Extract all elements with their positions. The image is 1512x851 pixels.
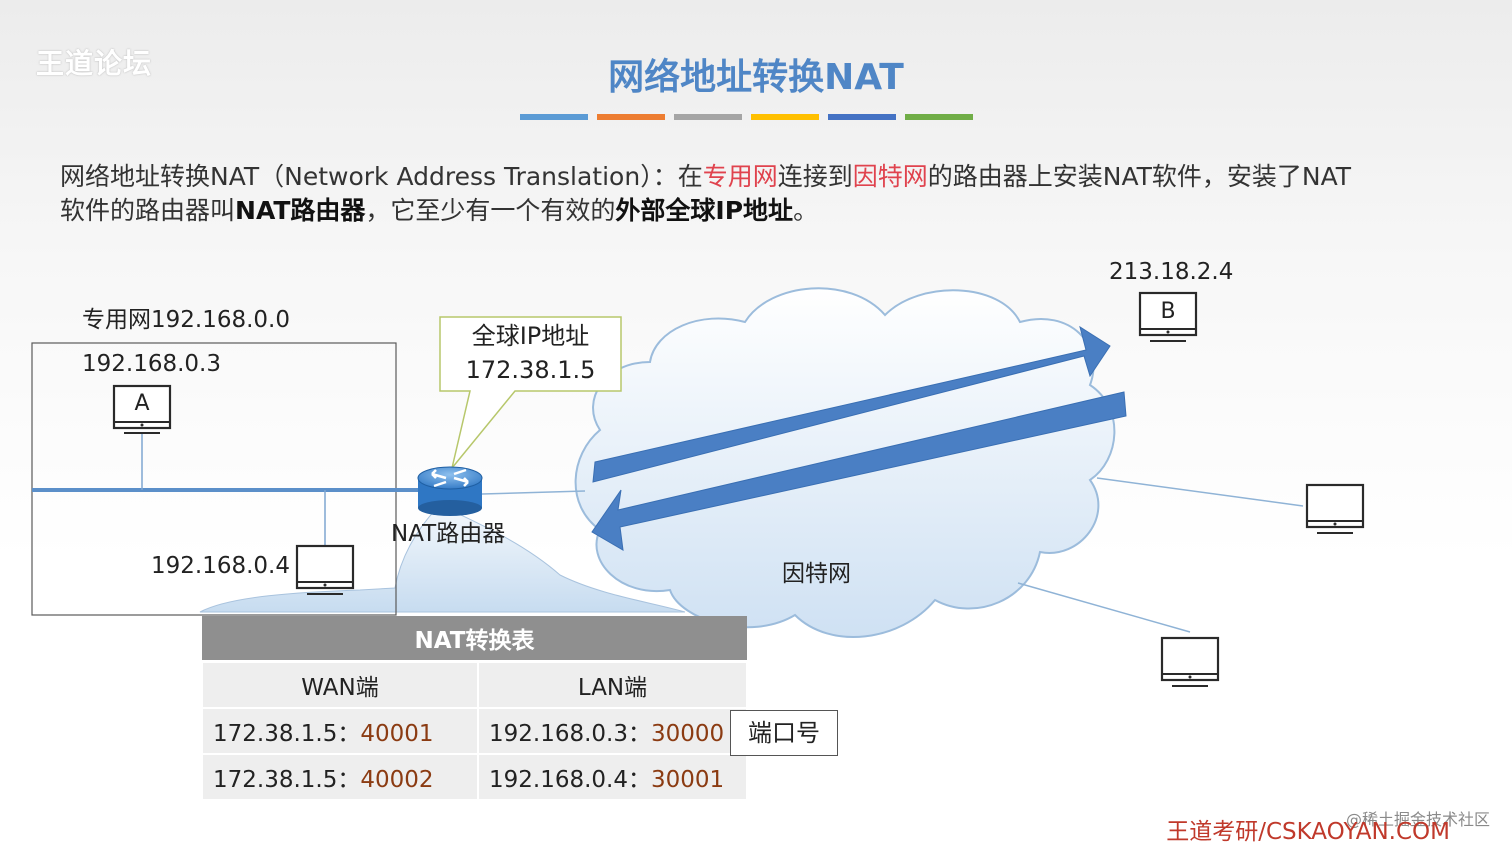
- term-internet: 因特网: [852, 162, 928, 191]
- wan-cell: 172.38.1.5：40001: [201, 707, 479, 755]
- nat-router-label: NAT路由器: [391, 521, 506, 547]
- term-nat-router: NAT路由器: [235, 196, 366, 225]
- title-bar-orange: [597, 114, 665, 120]
- title-bar-yellow: [751, 114, 819, 120]
- juejin-watermark: @稀土掘金技术社区: [1345, 810, 1490, 829]
- host-b-monitor-icon: [1138, 291, 1198, 342]
- host-2-ip: 192.168.0.4: [151, 553, 290, 579]
- global-ip-callout: [439, 316, 622, 469]
- host-right-monitor-icon: [1305, 483, 1365, 534]
- intro-line-2: 软件的路由器叫NAT路由器，它至少有一个有效的外部全球IP地址。: [60, 196, 819, 225]
- lan-port: 30000: [651, 721, 725, 747]
- term-global-ip: 外部全球IP地址: [615, 196, 794, 225]
- intro-line-1: 网络地址转换NAT（Network Address Translation）：在…: [60, 162, 1352, 191]
- lan-cell: 192.168.0.3：30000: [477, 707, 748, 755]
- nat-router-icon: [417, 466, 483, 516]
- host-a-ip: 192.168.0.3: [82, 351, 221, 377]
- host-a-letter: A: [134, 391, 150, 416]
- host-2-monitor-icon: [295, 544, 355, 595]
- nat-translation-table: NAT转换表 WAN端 LAN端 172.38.1.5：40001 192.16…: [201, 616, 748, 801]
- arrow-inbound: [591, 391, 1127, 551]
- wan-cell: 172.38.1.5：40002: [201, 753, 479, 801]
- host-b-ip: 213.18.2.4: [1109, 259, 1234, 285]
- title-bar-gray: [674, 114, 742, 120]
- column-header-wan: WAN端: [201, 660, 479, 709]
- host-bottom-monitor-icon: [1160, 636, 1220, 687]
- term-private-network: 专用网: [702, 162, 778, 191]
- wan-port: 40002: [360, 767, 434, 793]
- arrow-outbound: [592, 325, 1111, 483]
- table-title-row: NAT转换表: [202, 616, 747, 663]
- host-right-link: [1096, 477, 1304, 507]
- internet-label: 因特网: [782, 561, 851, 587]
- title-bar-blue: [520, 114, 588, 120]
- private-network-label: 专用网192.168.0.0: [82, 307, 290, 333]
- table-row: 172.38.1.5：40001 192.168.0.3：30000: [201, 707, 748, 755]
- title-bar-green: [905, 114, 973, 120]
- column-header-lan: LAN端: [477, 660, 748, 709]
- lan-cell: 192.168.0.4：30001: [477, 753, 748, 801]
- table-row: 172.38.1.5：40002 192.168.0.4：30001: [201, 753, 748, 801]
- host-a-monitor-icon: [112, 384, 172, 434]
- router-cloud-link: [481, 490, 586, 495]
- table-header-row: WAN端 LAN端: [201, 660, 748, 709]
- table-title: NAT转换表: [202, 616, 747, 663]
- callout-title: 全球IP地址: [471, 322, 590, 350]
- callout-global-ip: 172.38.1.5: [465, 356, 596, 384]
- private-network-box: [31, 342, 397, 616]
- title-bar-darkblue: [828, 114, 896, 120]
- host-bottom-link: [1017, 582, 1191, 633]
- footer-brand: 王道考研/CSKAOYAN.COM: [1166, 819, 1450, 845]
- lan-port: 30001: [651, 767, 725, 793]
- watermark: 王道论坛: [36, 47, 153, 80]
- host-b-letter: B: [1160, 299, 1176, 324]
- port-number-label: 端口号: [730, 710, 838, 756]
- intro-paragraph: 网络地址转换NAT（Network Address Translation）：在…: [60, 160, 1351, 228]
- slide-title: 网络地址转换NAT: [608, 57, 904, 98]
- wan-port: 40001: [360, 721, 434, 747]
